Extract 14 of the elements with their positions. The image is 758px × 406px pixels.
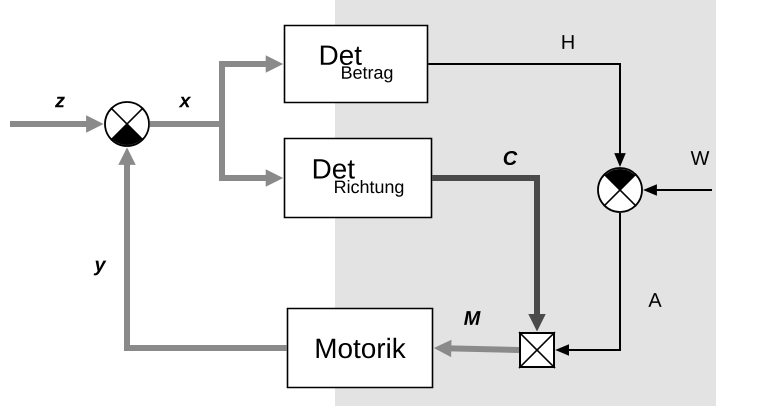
edge-label: A — [648, 293, 662, 307]
edge-label: z — [54, 96, 65, 108]
edge-label: H — [562, 35, 574, 49]
edge-label: x — [178, 96, 192, 108]
block-box: Det Richtung — [284, 138, 432, 218]
edge-label: W — [690, 151, 710, 165]
summing-junction — [597, 167, 643, 213]
multiplier-box — [518, 331, 556, 369]
edge-label: C — [504, 150, 518, 166]
edge-label: y — [94, 260, 106, 276]
edge-label: M — [464, 311, 481, 325]
summing-junction — [104, 101, 150, 147]
block-box: Motorik — [286, 308, 434, 388]
block-box: Det Betrag — [284, 24, 428, 104]
